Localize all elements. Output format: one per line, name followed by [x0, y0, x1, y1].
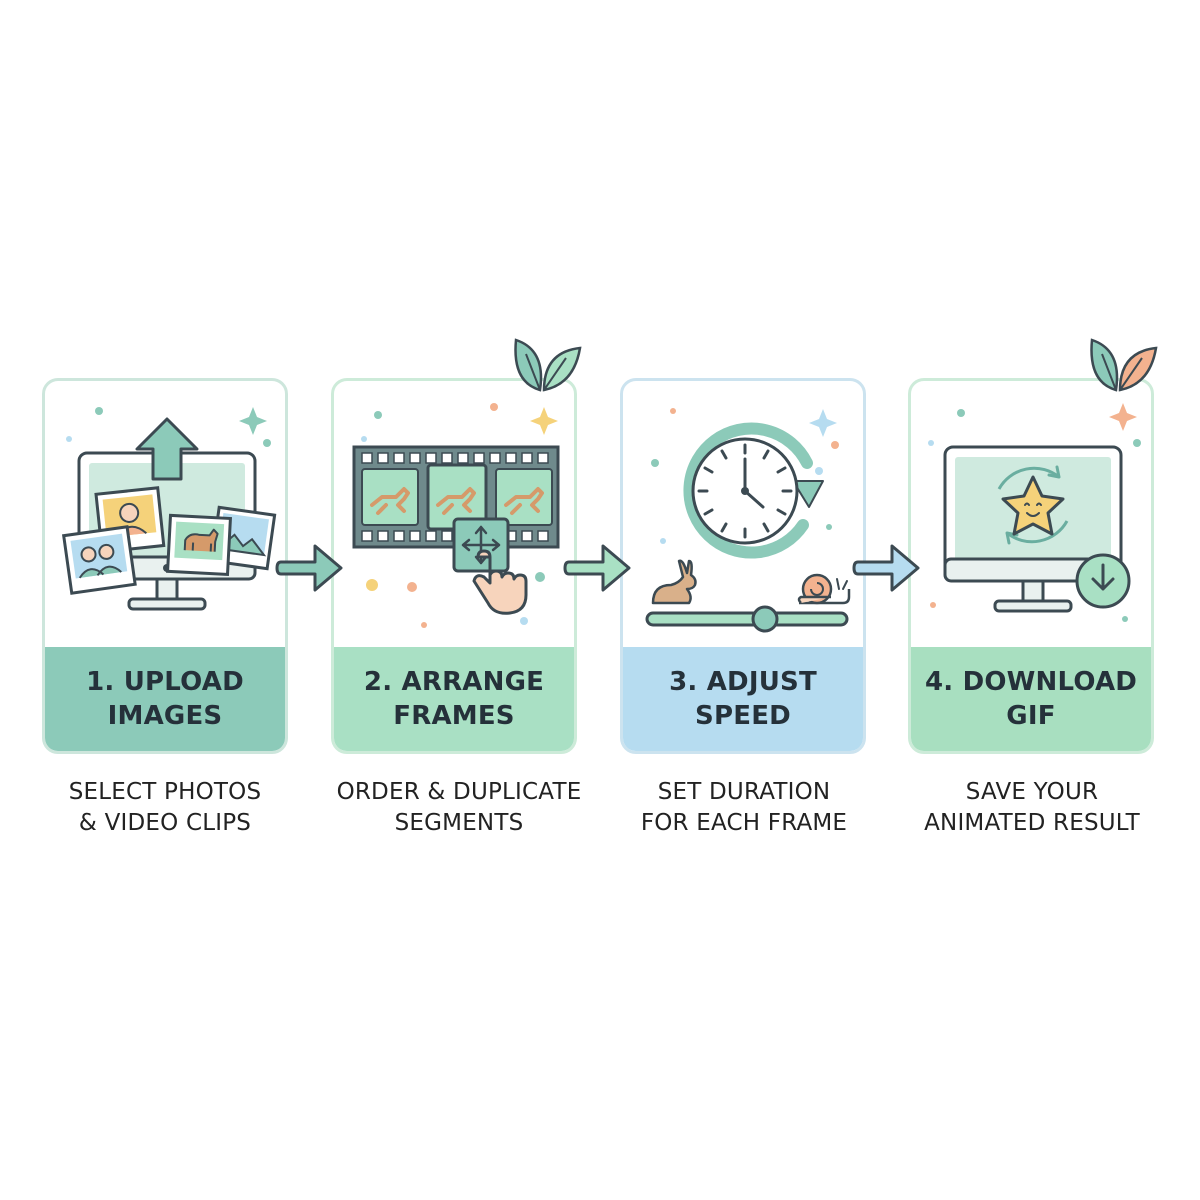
- step-description-line: SEGMENTS: [394, 810, 524, 836]
- leaves-decoration-icon: [514, 338, 582, 392]
- step-description: ORDER & DUPLICATE SEGMENTS: [309, 777, 609, 839]
- filmstrip-move-icon: [352, 403, 560, 628]
- monitor-star-download-icon: [928, 403, 1141, 622]
- step-description-line: FOR EACH FRAME: [640, 810, 848, 836]
- step-description: SET DURATION FOR EACH FRAME: [594, 777, 894, 839]
- arrow-right-icon: [275, 544, 343, 592]
- leaves-decoration-icon: [1090, 338, 1158, 392]
- step-title-line: 2. ARRANGE: [363, 667, 545, 697]
- step-card-upload: 1. UPLOAD IMAGES: [42, 378, 288, 754]
- step-description-line: ORDER & DUPLICATE: [336, 779, 582, 805]
- step-card-download: 4. DOWNLOAD GIF: [908, 378, 1154, 754]
- step-description-line: & VIDEO CLIPS: [78, 810, 252, 836]
- step-title-line: GIF: [1006, 701, 1056, 731]
- step-title: 3. ADJUST SPEED: [623, 647, 863, 751]
- arrow-right-icon: [563, 544, 631, 592]
- step-title: 1. UPLOAD IMAGES: [45, 647, 285, 751]
- upload-monitor-photos-icon: [61, 407, 277, 611]
- step-title-line: 3. ADJUST: [669, 667, 817, 697]
- step-description-line: ANIMATED RESULT: [924, 810, 1140, 836]
- step-description-line: SET DURATION: [657, 779, 831, 805]
- step-card-speed: 3. ADJUST SPEED: [620, 378, 866, 754]
- step-card-arrange: 2. ARRANGE FRAMES: [331, 378, 577, 754]
- step-title-line: 1. UPLOAD: [86, 667, 244, 697]
- step-title-line: 4. DOWNLOAD: [924, 667, 1138, 697]
- step-description-line: SAVE YOUR: [965, 779, 1099, 805]
- arrow-right-icon: [852, 544, 920, 592]
- step-title: 4. DOWNLOAD GIF: [911, 647, 1151, 751]
- step-description: SAVE YOUR ANIMATED RESULT: [882, 777, 1182, 839]
- clock-speed-slider-icon: [645, 408, 851, 633]
- step-title-line: FRAMES: [393, 701, 515, 731]
- step-description-line: SELECT PHOTOS: [68, 779, 262, 805]
- step-description: SELECT PHOTOS & VIDEO CLIPS: [15, 777, 315, 839]
- step-title-line: SPEED: [695, 701, 791, 731]
- step-title-line: IMAGES: [107, 701, 223, 731]
- step-title: 2. ARRANGE FRAMES: [334, 647, 574, 751]
